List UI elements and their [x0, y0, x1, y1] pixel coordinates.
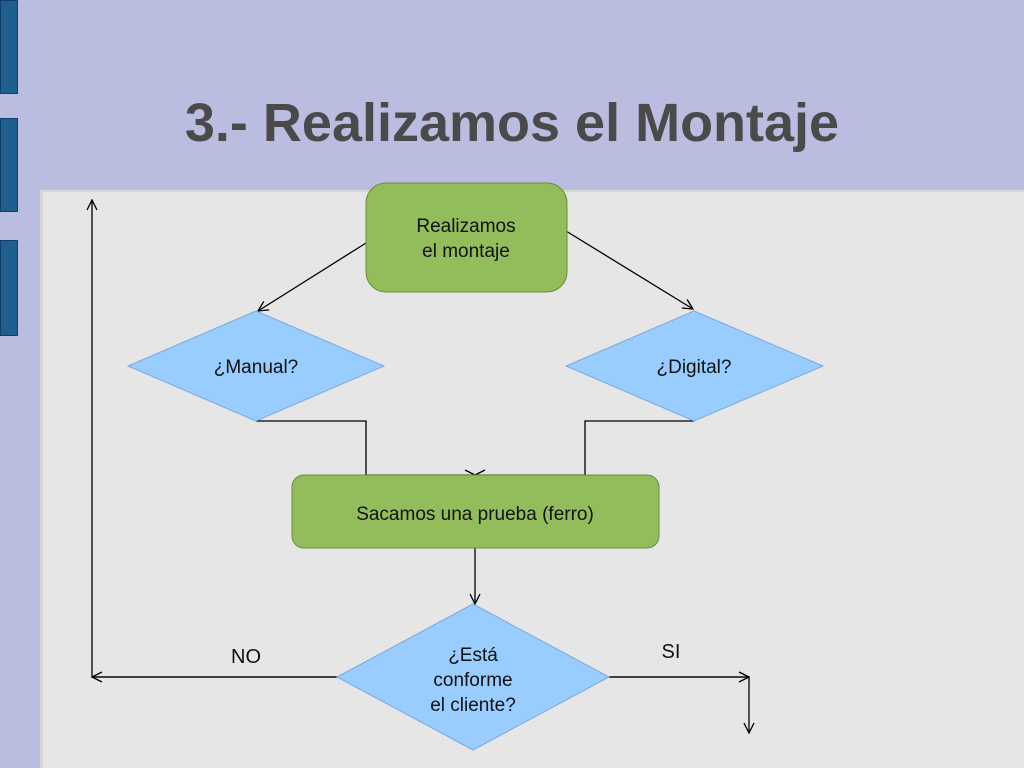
accent-bar-bottom — [0, 240, 18, 336]
node-start-line-2: el montaje — [422, 241, 510, 262]
decision-diamond — [126, 310, 386, 422]
node-manual-label: ¿Manual? — [214, 357, 299, 378]
node-proof: Sacamos una prueba (ferro) — [291, 474, 660, 549]
edge-label-yes: SI — [662, 641, 681, 663]
process-box — [365, 182, 568, 293]
edge-start-to-digital — [565, 230, 693, 309]
connectors — [92, 200, 749, 733]
node-decision: ¿Está conforme el cliente? — [335, 603, 611, 751]
node-decision-line-1: ¿Está — [448, 645, 498, 666]
edge-decision-yes — [609, 676, 749, 733]
edge-label-no: NO — [231, 646, 261, 668]
node-digital: ¿Digital? — [564, 310, 825, 422]
node-decision-line-2: conforme — [433, 670, 512, 691]
node-start: Realizamos el montaje — [365, 182, 568, 293]
node-proof-label: Sacamos una prueba (ferro) — [356, 504, 594, 525]
edge-digital-to-proof — [475, 420, 694, 475]
slide-title: 3.- Realizamos el Montaje — [184, 93, 840, 153]
edge-start-to-manual — [258, 242, 367, 311]
accent-bar-middle — [0, 118, 18, 212]
node-digital-label: ¿Digital? — [657, 357, 732, 378]
process-box — [291, 474, 660, 549]
edge-manual-to-proof — [256, 420, 475, 475]
node-start-line-1: Realizamos — [416, 216, 515, 237]
accent-bar-top — [0, 0, 18, 94]
node-manual: ¿Manual? — [126, 310, 386, 422]
decision-diamond — [564, 310, 825, 422]
decision-diamond — [335, 603, 611, 751]
node-decision-line-3: el cliente? — [430, 695, 516, 716]
edge-decision-no-loop — [92, 200, 337, 678]
